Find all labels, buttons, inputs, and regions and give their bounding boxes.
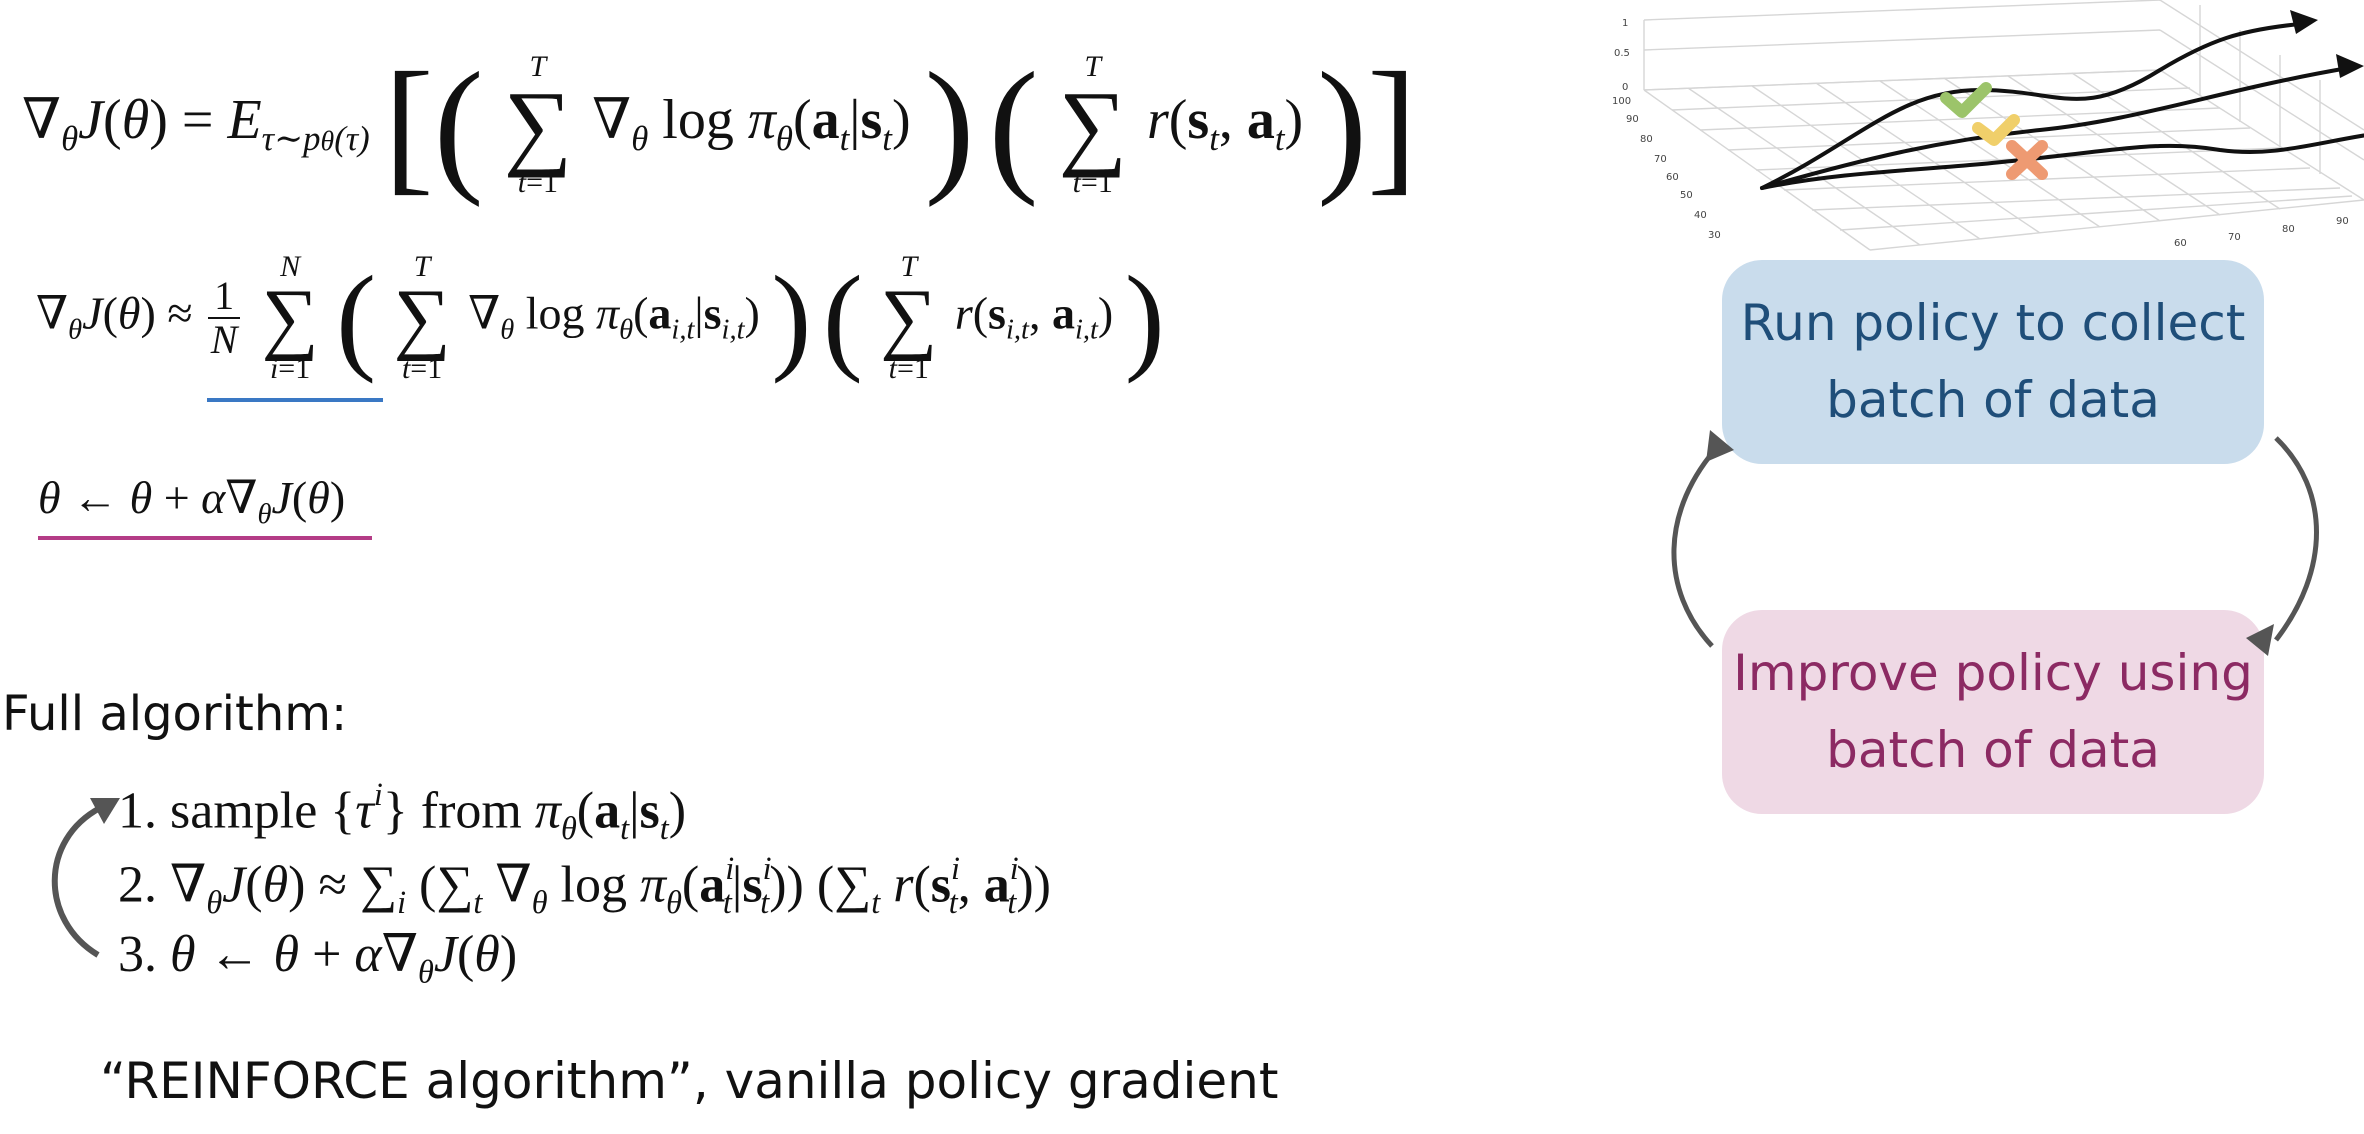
x-tick: 90 — [2336, 216, 2349, 227]
improve-policy-box: Improve policy using batch of data — [1722, 610, 2264, 814]
step-number: 2. — [118, 856, 157, 914]
y-tick: 100 — [1612, 96, 1631, 107]
trajectory-1 — [1760, 22, 2302, 190]
x-tick: 70 — [2228, 232, 2241, 243]
z-tick: 0 — [1622, 82, 1628, 93]
algorithm-caption: “REINFORCE algorithm”, vanilla policy gr… — [100, 1052, 1279, 1110]
plot-tick-labels: 1 0.5 0 100 90 80 70 60 50 40 30 60 70 8… — [1612, 18, 2349, 249]
update-rule: θ ← θ + α∇θJ(θ) — [38, 472, 346, 530]
algorithm-step-3: 3. θ ← θ + α∇θJ(θ) — [118, 926, 518, 990]
run-policy-line1: Run policy to collect — [1740, 293, 2246, 352]
policy-gradient-equation: ∇θJ(θ) = Eτ∼pθ(τ) [( T∑t=1 ∇θ log πθ(at|… — [22, 42, 1418, 208]
update-underline-magenta — [38, 536, 372, 540]
algorithm-step-2: 2. ∇θJ(θ) ≈ ∑i (∑t ∇θ log πθ(ait|sit)) (… — [118, 850, 1051, 920]
cycle-arrow-left-icon — [1671, 442, 1722, 648]
trajectory-plot: 1 0.5 0 100 90 80 70 60 50 40 30 60 70 8… — [1612, 0, 2364, 251]
check-yellow-icon — [1972, 114, 2020, 146]
trajectory-curves — [1760, 22, 2364, 190]
cycle-arrow-right-icon — [2274, 436, 2319, 642]
cross-orange-icon — [2006, 140, 2048, 180]
y-tick: 70 — [1654, 154, 1667, 165]
y-tick: 50 — [1680, 190, 1693, 201]
improve-policy-line2: batch of data — [1826, 721, 2160, 779]
z-tick: 1 — [1622, 18, 1628, 29]
trajectory-3 — [1760, 133, 2364, 190]
check-green-icon — [1940, 82, 1992, 118]
cycle-arrows — [1671, 430, 2319, 656]
improve-policy-line1: Improve policy using — [1733, 643, 2253, 702]
trajectory-2 — [1760, 66, 2350, 190]
y-tick: 80 — [1640, 134, 1653, 145]
plot-grid — [1643, 0, 2364, 251]
run-policy-box: Run policy to collect batch of data — [1722, 260, 2264, 464]
run-policy-line2: batch of data — [1826, 371, 2160, 429]
y-tick: 90 — [1626, 114, 1639, 125]
y-tick: 40 — [1694, 210, 1707, 221]
y-tick: 30 — [1708, 230, 1721, 241]
algorithm-step-1: 1. sample {τi} from πθ(at|st) — [118, 776, 687, 846]
sum-underline-blue — [207, 398, 383, 402]
z-tick: 0.5 — [1614, 48, 1630, 59]
loop-back-arrow-icon — [51, 798, 120, 958]
algorithm-heading: Full algorithm: — [2, 686, 348, 742]
x-tick: 80 — [2282, 224, 2295, 235]
step-number: 1. — [118, 782, 157, 840]
trajectory-arrowheads — [2290, 10, 2364, 78]
y-tick: 60 — [1666, 172, 1679, 183]
x-tick: 60 — [2174, 238, 2187, 249]
step-number: 3. — [118, 926, 157, 983]
